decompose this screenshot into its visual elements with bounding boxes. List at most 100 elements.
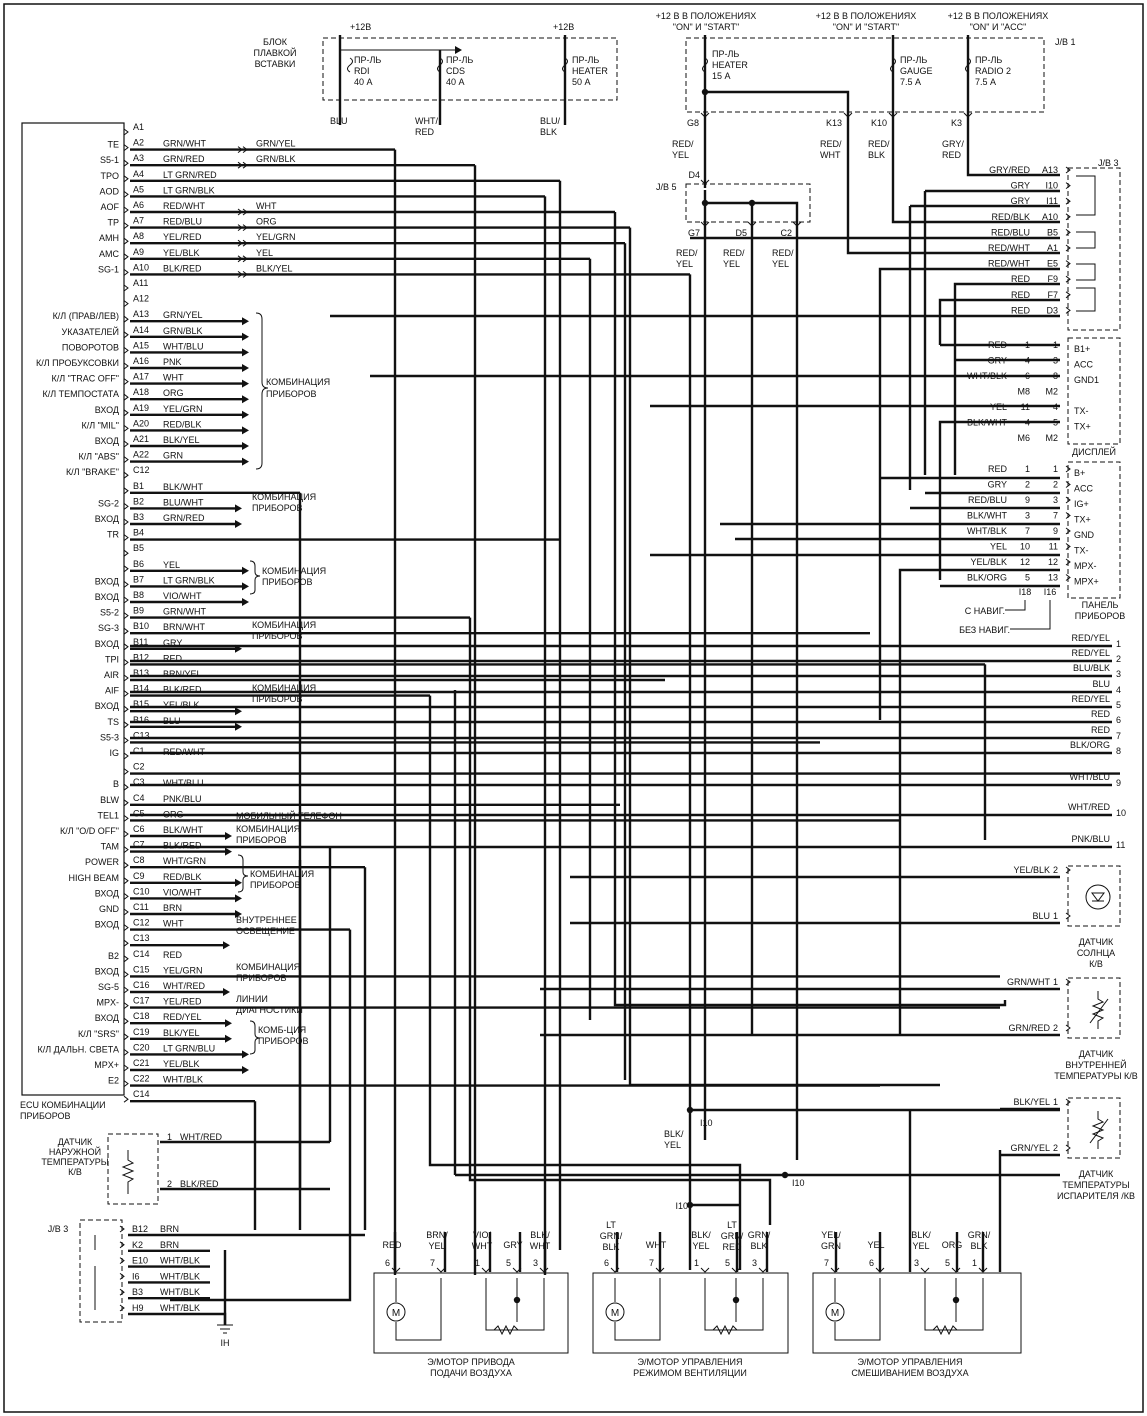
ecu-pin: A10: [133, 262, 149, 272]
ecu-pin: B15: [133, 699, 149, 709]
ecu-wire-label: WHT/RED: [163, 981, 205, 991]
ecu-signal: ВХОД: [95, 436, 119, 446]
ecu-wire-label: BLK/YEL: [163, 435, 200, 445]
connector-chevron-icon: [123, 549, 129, 557]
ecu-signal: ВХОД: [95, 592, 119, 602]
ecu-wire-label: WHT/BLU: [163, 778, 204, 788]
fuse-label: ПР-ЛЬ: [572, 55, 599, 65]
sensor-title: ТЕМПЕРАТУРЫ К/В: [1054, 1071, 1138, 1081]
display-signal: TX+: [1074, 422, 1091, 432]
wire-label: RED/: [672, 139, 694, 149]
ecu-wire-label: GRY: [163, 638, 182, 648]
ecu-pin: C10: [133, 886, 150, 896]
thermistor-icon: [1089, 998, 1109, 1024]
connector-chevron-icon: [123, 347, 129, 354]
connector-chevron-icon: [123, 534, 129, 541]
ground-icon: [217, 1324, 233, 1334]
splice-dot: [513, 1296, 521, 1304]
ecu-signal: ВХОД: [95, 701, 119, 711]
ecu-wire-label: BRN: [163, 903, 182, 913]
display-pin: 3: [1053, 356, 1058, 366]
connector-chevron-icon: [119, 1241, 125, 1249]
connector-chevron-icon: [436, 1267, 446, 1273]
ecu-pin: A7: [133, 216, 144, 226]
dest-label: ПРИБОРОВ: [250, 880, 301, 890]
connector-chevron-icon: [1065, 307, 1071, 314]
ecu-pin: A11: [133, 278, 148, 288]
motor-wire-label: YEL: [428, 1241, 445, 1251]
output-wire-label: RED: [1091, 725, 1111, 735]
motor-wire-label: GRN/: [748, 1230, 771, 1240]
panel-signal: ACC: [1074, 484, 1094, 494]
output-number: 9: [1116, 778, 1121, 788]
connector-chevron-icon: [1065, 496, 1071, 504]
dest-label: КОМБИНАЦИЯ: [252, 620, 316, 630]
connector-pin: G8: [687, 118, 699, 128]
supply-label: +12В: [553, 22, 574, 32]
panel-signal: B+: [1074, 468, 1085, 478]
ecu-signal: MPX-: [97, 998, 120, 1008]
ecu-pin: C15: [133, 964, 150, 974]
ecu-pin: A20: [133, 418, 149, 428]
motor-wire-label: GRY: [503, 1240, 522, 1250]
connector-chevron-icon: [758, 1267, 768, 1273]
ecu-pin: C9: [133, 871, 145, 881]
wire-label: RED/: [723, 248, 745, 258]
panel-signal: TX+: [1074, 515, 1091, 525]
ecu-wire-label: BLK/RED: [163, 841, 202, 851]
output-wire-label: RED/YEL: [1071, 694, 1110, 704]
ecu-wire-label: YEL/BLK: [163, 700, 200, 710]
arrow-icon: [235, 878, 242, 887]
sensor-pin: 2: [1053, 1143, 1058, 1153]
ecu-pin: A1: [133, 122, 144, 132]
ecu-signal: AOF: [100, 202, 119, 212]
connector-chevron-icon: [123, 425, 129, 432]
connector-chevron-icon: [1065, 558, 1071, 566]
jb3-wire-label: RED/WHT: [988, 259, 1030, 269]
ecu-pin: C16: [133, 980, 150, 990]
motor-title: ПОДАЧИ ВОЗДУХА: [430, 1368, 512, 1378]
wire: [628, 227, 940, 1087]
panel-signal: MPX-: [1074, 561, 1097, 571]
wire: [170, 929, 352, 1302]
ecu-pin: A18: [133, 387, 149, 397]
fuse-label: ПР-ЛЬ: [975, 55, 1002, 65]
ecu-wire-label: WHT/GRN: [163, 856, 206, 866]
motor-pin: 7: [430, 1258, 435, 1268]
connector-chevron-icon: [119, 1225, 125, 1233]
wire-label: BLK/: [664, 1129, 684, 1139]
ecu-signal: AOD: [99, 186, 119, 196]
arrow-icon: [242, 566, 249, 575]
ecu-wire-label: RED/BLK: [163, 419, 202, 429]
wire: [834, 1278, 881, 1341]
ground-label: IH: [221, 1338, 230, 1348]
ecu-pin: C12: [133, 465, 150, 475]
ecu-wire-label: BRN/YEL: [163, 669, 202, 679]
arrow-icon: [235, 707, 242, 716]
wire: [924, 1278, 984, 1331]
motor-wire-label: WHT: [472, 1241, 493, 1251]
ecu-wire-label: GRN/WHT: [163, 607, 206, 617]
wire: [1005, 600, 1026, 611]
panel-pin: 3: [1025, 511, 1030, 521]
ecu-pin: B2: [133, 496, 144, 506]
splice-dot: [732, 1296, 740, 1304]
panel-pin: 1: [1025, 464, 1030, 474]
jb1-box: [685, 37, 1045, 113]
ecu-pin: A22: [133, 450, 149, 460]
connector-chevron-icon: [1065, 166, 1071, 174]
connector-chevron-icon: [123, 830, 129, 838]
ecu-signal: ПОВОРОТОВ: [62, 342, 119, 352]
motor-icon: [386, 1302, 406, 1322]
ecu-pin: C5: [133, 808, 145, 818]
ecu-wire-label: LT GRN/BLK: [163, 575, 215, 585]
motor-pin: 5: [725, 1258, 730, 1268]
arrow-icon: [242, 332, 249, 341]
dest-label: ПРИБОРОВ: [266, 389, 317, 399]
ecu-signal: B2: [108, 951, 119, 961]
ecu-pin: A17: [133, 372, 149, 382]
connector-chevron-icon: [792, 221, 802, 227]
ecu-signal: ВХОД: [95, 920, 119, 930]
ecu-wire-label: YEL: [163, 560, 180, 570]
